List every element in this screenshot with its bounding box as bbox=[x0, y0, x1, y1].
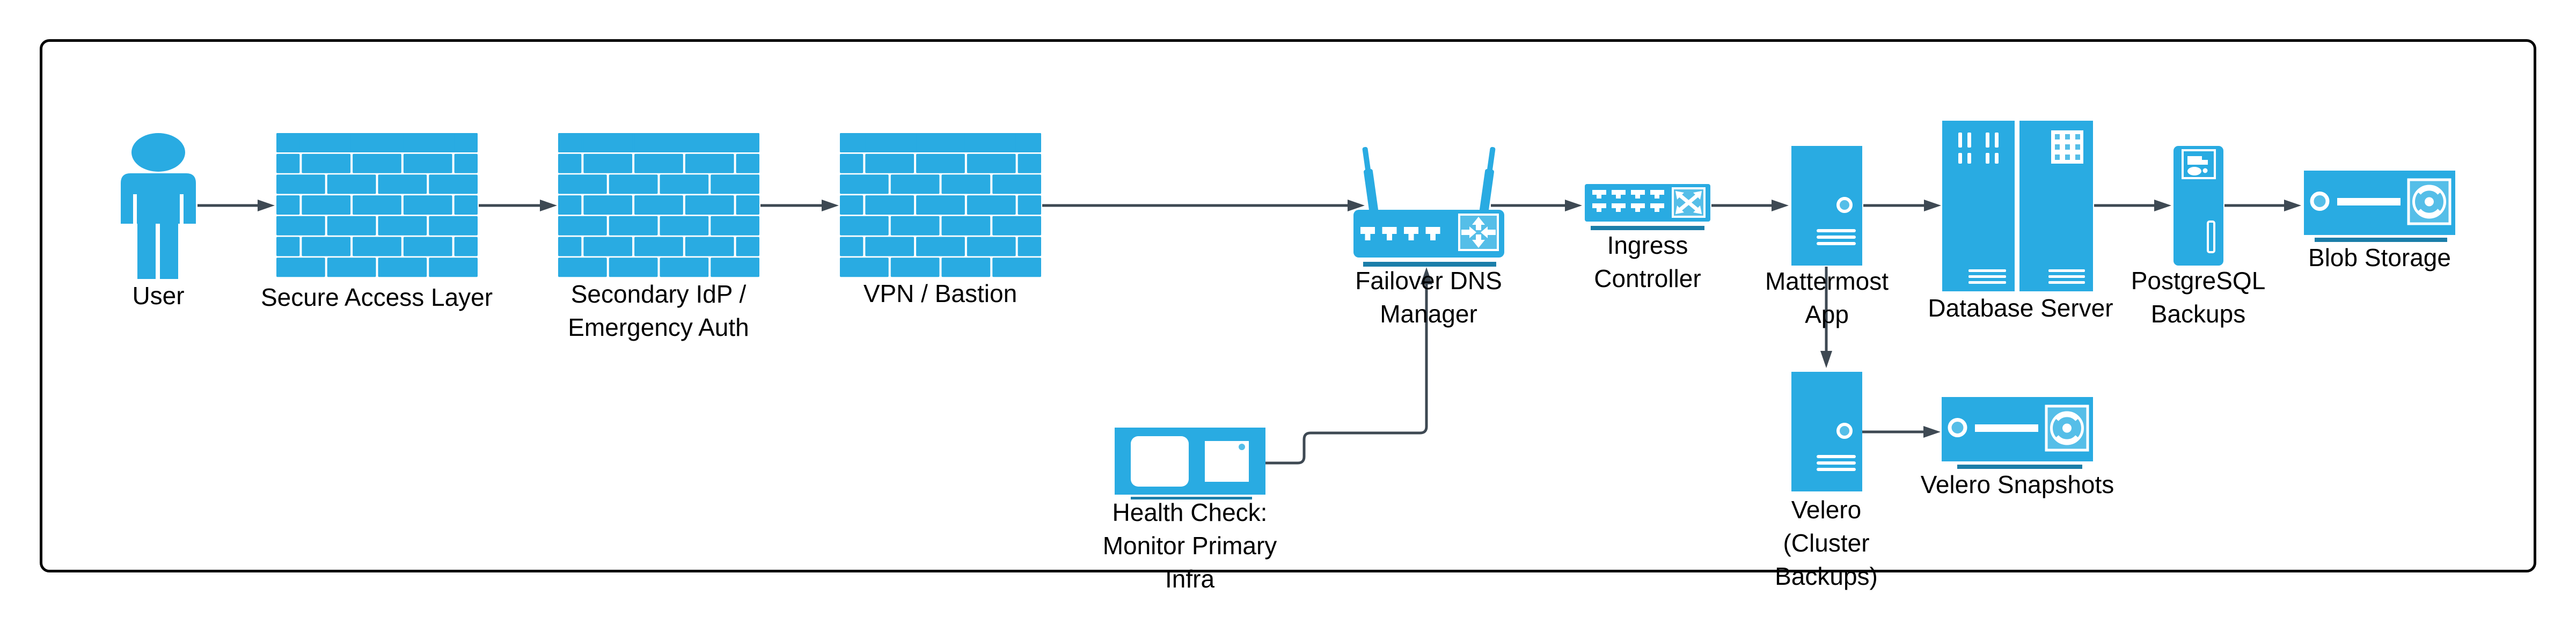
node-label-velero-snapshots: Velero Snapshots bbox=[1920, 471, 2114, 498]
blob-underline bbox=[2315, 238, 2447, 242]
node-label-secure-access: Secure Access Layer bbox=[260, 283, 493, 311]
monitor-icon[interactable] bbox=[1115, 428, 1265, 495]
ingress-underline bbox=[1591, 226, 1704, 230]
node-label-blob: Blob Storage bbox=[2308, 244, 2451, 271]
velero-snapshots-underline bbox=[1957, 465, 2082, 469]
tape-storage-icon[interactable] bbox=[2304, 171, 2455, 235]
backup-server-icon[interactable] bbox=[2174, 146, 2223, 266]
node-label-mattermost: Mattermost App bbox=[1765, 267, 1889, 328]
node-label-ingress: Ingress Controller bbox=[1594, 231, 1701, 292]
node-label-vpn-bastion: VPN / Bastion bbox=[863, 280, 1018, 307]
node-label-pg-backups: PostgreSQL Backups bbox=[2131, 267, 2266, 328]
network-switch-icon[interactable] bbox=[1585, 184, 1710, 222]
server-tower-icon[interactable] bbox=[1791, 146, 1862, 266]
failover-dns-underline bbox=[1363, 262, 1496, 267]
server-rack-icon[interactable] bbox=[2019, 121, 2093, 291]
node-label-secondary-idp: Secondary IdP / Emergency Auth bbox=[568, 280, 749, 341]
node-label-user: User bbox=[132, 282, 185, 310]
server-rack-icon[interactable] bbox=[1942, 121, 2015, 291]
server-tower-icon[interactable] bbox=[1791, 372, 1862, 491]
firewall-icon[interactable] bbox=[276, 133, 478, 278]
diagram-frame bbox=[40, 39, 2536, 572]
node-label-velero: Velero (Cluster Backups) bbox=[1775, 496, 1878, 590]
node-label-failover-dns: Failover DNS Manager bbox=[1355, 267, 1502, 328]
wireless-router-icon[interactable] bbox=[1353, 146, 1504, 267]
tape-storage-icon[interactable] bbox=[1942, 397, 2093, 461]
node-label-database: Database Server bbox=[1928, 294, 2113, 322]
person-icon[interactable] bbox=[119, 133, 197, 280]
node-label-health: Health Check: Monitor Primary Infra bbox=[1102, 498, 1277, 593]
health-underline bbox=[1131, 497, 1252, 499]
firewall-icon[interactable] bbox=[558, 133, 759, 278]
firewall-icon[interactable] bbox=[840, 133, 1041, 278]
